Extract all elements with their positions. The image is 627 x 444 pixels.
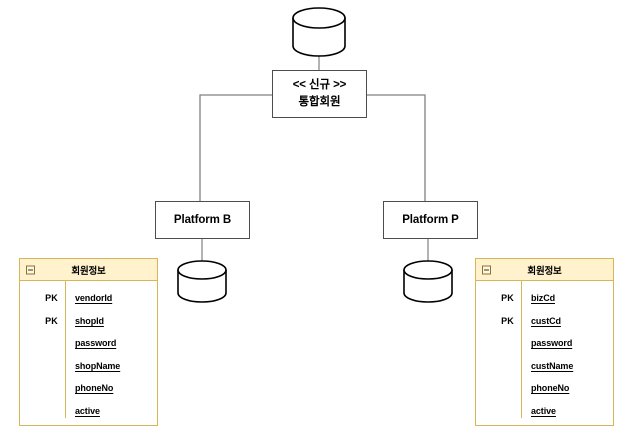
connector-root-to-platform-b (199, 94, 272, 201)
entity-right-title: 회원정보 (527, 265, 562, 277)
node-integrated-member[interactable]: << 신규 >> 통합회원 (272, 70, 367, 118)
entity-right-column-divider (521, 281, 522, 418)
entity-left-header: 회원정보 (20, 259, 157, 281)
row-field: active (75, 405, 100, 416)
entity-left-body: PK vendorId PK shopId password shopName … (20, 281, 157, 422)
table-row[interactable]: PK vendorId (20, 287, 157, 310)
entity-table-left[interactable]: 회원정보 PK vendorId PK shopId password shop… (19, 258, 158, 426)
row-key: PK (501, 315, 514, 326)
node-root-label: 통합회원 (298, 96, 341, 108)
row-field: shopName (75, 360, 121, 371)
entity-right-body: PK bizCd PK custCd password custName pho… (476, 281, 613, 422)
table-row[interactable]: PK bizCd (476, 287, 613, 310)
table-row[interactable]: active (476, 400, 613, 423)
database-cylinder-icon-platform-p (403, 260, 453, 303)
row-field: password (531, 338, 573, 349)
table-row[interactable]: active (20, 400, 157, 423)
entity-left-title: 회원정보 (71, 265, 106, 277)
row-field: custName (531, 360, 574, 371)
row-key: PK (45, 293, 58, 304)
connector-root-to-platform-p (367, 94, 426, 201)
collapse-minus-icon[interactable] (26, 265, 35, 274)
table-row[interactable]: password (476, 332, 613, 355)
database-cylinder-icon-platform-b (177, 260, 227, 303)
table-row[interactable]: shopName (20, 355, 157, 378)
entity-table-right[interactable]: 회원정보 PK bizCd PK custCd password custNam… (475, 258, 614, 426)
entity-right-header: 회원정보 (476, 259, 613, 281)
node-platform-b[interactable]: Platform B (155, 201, 250, 239)
table-row[interactable]: PK custCd (476, 310, 613, 333)
row-field: shopId (75, 315, 104, 326)
row-field: password (75, 338, 117, 349)
row-field: phoneNo (75, 383, 114, 394)
row-field: bizCd (531, 293, 555, 304)
row-key: PK (45, 315, 58, 326)
row-field: phoneNo (531, 383, 570, 394)
database-cylinder-icon-root (292, 7, 346, 57)
node-platform-p[interactable]: Platform P (383, 201, 478, 239)
node-platform-p-label: Platform P (402, 213, 459, 226)
table-row[interactable]: custName (476, 355, 613, 378)
row-key: PK (501, 293, 514, 304)
table-row[interactable]: phoneNo (20, 377, 157, 400)
entity-left-column-divider (65, 281, 66, 418)
table-row[interactable]: password (20, 332, 157, 355)
row-field: vendorId (75, 293, 113, 304)
table-row[interactable]: phoneNo (476, 377, 613, 400)
table-row[interactable]: PK shopId (20, 310, 157, 333)
node-platform-b-label: Platform B (173, 213, 232, 226)
row-field: active (531, 405, 556, 416)
node-root-stereotype: << 신규 >> (292, 79, 347, 92)
row-field: custCd (531, 315, 561, 326)
collapse-minus-icon[interactable] (482, 265, 491, 274)
